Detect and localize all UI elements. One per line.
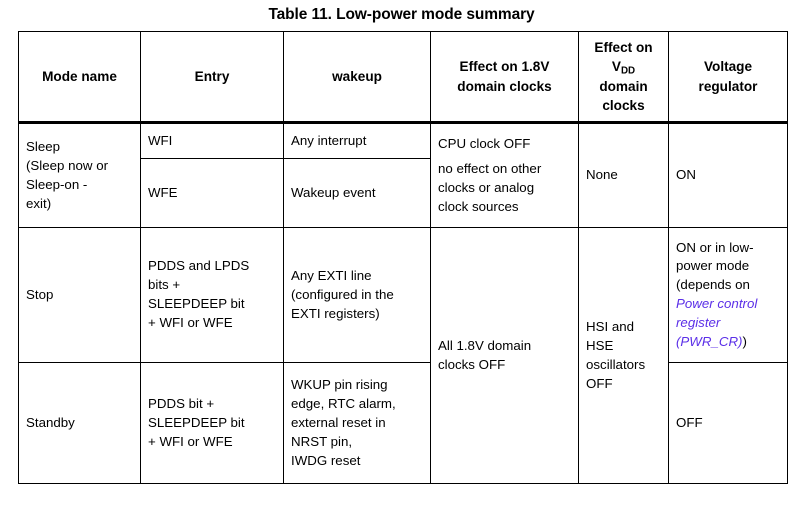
sleep-effect-1v8-line4: clock sources <box>438 198 519 214</box>
standby-entry-line3: + WFI or WFE <box>148 433 233 449</box>
shared-effect-vdd-line2: HSE <box>586 337 614 353</box>
low-power-mode-summary-table: Mode name Entry wakeup Effect on 1.8V do… <box>18 30 788 485</box>
column-header-effect-1v8-domain-clocks: Effect on 1.8V domain clocks <box>430 30 579 125</box>
cell-voltage-regulator-stop: ON or in low- power mode (depends on Pow… <box>668 227 788 364</box>
header-text-entry: Entry <box>194 68 230 84</box>
header-text-effect-vdd-line1: Effect on <box>594 40 653 55</box>
cell-wakeup-sleep-wfi: Any interrupt <box>283 122 431 160</box>
column-header-mode-name: Mode name <box>18 30 141 125</box>
power-control-register-link-line3[interactable]: (PWR_CR)) <box>676 333 780 352</box>
shared-effect-1v8-line2: clocks OFF <box>438 356 506 372</box>
standby-wakeup-line1: WKUP pin rising <box>291 377 388 392</box>
shared-effect-vdd-line4: OFF <box>586 375 613 391</box>
page-title: Table 11. Low-power mode summary <box>268 6 535 23</box>
cell-voltage-regulator-sleep: ON <box>668 122 788 229</box>
cell-effect-1v8-sleep: CPU clock OFF no effect on other clocks … <box>430 122 579 229</box>
sleep-name-line1: Sleep <box>26 138 61 154</box>
stop-entry-line1: PDDS and LPDS <box>148 258 250 274</box>
header-text-effect-vdd-line3: domain <box>599 78 648 94</box>
cell-wakeup-stop: Any EXTI line (configured in the EXTI re… <box>283 227 431 364</box>
cell-effect-1v8-stop-standby: All 1.8V domain clocks OFF <box>430 227 579 485</box>
table-row-standby: Standby PDDS bit + SLEEPDEEP bit + WFI o… <box>18 362 788 485</box>
sleep-name-line2: (Sleep now or <box>26 157 109 173</box>
header-text-effect-1v8-line2: domain clocks <box>457 78 552 94</box>
cell-entry-stop: PDDS and LPDS bits + SLEEPDEEP bit + WFI… <box>140 227 284 364</box>
header-text-voltage-regulator-line2: regulator <box>698 78 758 94</box>
stop-voltage-reg-line1: ON or in low- <box>676 239 754 255</box>
sleep-effect-1v8-line2: no effect on other <box>438 160 542 176</box>
power-control-register-link-line1[interactable]: Power control <box>676 296 758 312</box>
table-row-sleep-wfe: WFE Wakeup event <box>19 158 788 229</box>
sleep-name-line3: Sleep-on - <box>26 176 88 192</box>
stop-entry-line3: SLEEPDEEP bit <box>148 296 245 312</box>
column-header-effect-vdd-domain-clocks: Effect on VDD domain clocks <box>578 30 669 125</box>
stop-entry-line2: bits + <box>148 277 181 293</box>
header-text-effect-vdd-line4: clocks <box>602 97 645 113</box>
header-text-mode-name: Mode name <box>42 68 117 84</box>
header-text-wakeup: wakeup <box>332 68 382 84</box>
header-text-effect-1v8-line1: Effect on 1.8V <box>459 59 550 75</box>
table-container: Mode name Entry wakeup Effect on 1.8V do… <box>18 30 788 485</box>
standby-wakeup-line3: external reset in <box>291 414 386 430</box>
cell-mode-name-standby: Standby <box>18 362 141 485</box>
stop-wakeup-line2: (configured in the <box>291 286 394 302</box>
table-header: Mode name Entry wakeup Effect on 1.8V do… <box>18 30 788 125</box>
column-header-voltage-regulator: Voltage regulator <box>668 30 788 125</box>
vdd-subscript: DD <box>620 65 636 77</box>
standby-entry-line1: PDDS bit + <box>148 395 215 411</box>
cell-entry-standby: PDDS bit + SLEEPDEEP bit + WFI or WFE <box>140 362 284 485</box>
standby-wakeup-line2: edge, RTC alarm, <box>291 395 396 411</box>
stop-voltage-reg-line2: power mode <box>676 258 750 274</box>
shared-effect-1v8-line1: All 1.8V domain <box>438 337 532 353</box>
table-row-sleep-wfi: Sleep (Sleep now or Sleep-on - exit) WFI… <box>18 122 788 229</box>
sleep-name-line4: exit) <box>26 195 52 211</box>
cell-voltage-regulator-standby: OFF <box>668 362 788 485</box>
cell-wakeup-sleep-wfe: Wakeup event <box>283 158 431 229</box>
vdd-symbol: V <box>611 59 621 75</box>
table-header-row: Mode name Entry wakeup Effect on 1.8V do… <box>18 30 788 125</box>
shared-effect-vdd-line3: oscillators <box>586 356 646 372</box>
table-body: Sleep (Sleep now or Sleep-on - exit) WFI… <box>18 122 788 485</box>
standby-entry-line2: SLEEPDEEP bit <box>148 414 245 430</box>
pwr-cr-link-text[interactable]: (PWR_CR) <box>676 333 743 349</box>
closing-paren: ) <box>742 333 747 349</box>
column-header-entry: Entry <box>140 30 284 125</box>
cell-wakeup-standby: WKUP pin rising edge, RTC alarm, externa… <box>283 362 431 485</box>
cell-effect-vdd-sleep: None <box>578 122 669 229</box>
cell-entry-sleep-wfi: WFI <box>140 122 284 160</box>
standby-wakeup-line4: NRST pin, <box>291 433 353 449</box>
column-header-wakeup: wakeup <box>283 30 431 125</box>
table-row-stop: Stop PDDS and LPDS bits + SLEEPDEEP bit … <box>18 227 788 485</box>
cell-mode-name-stop: Stop <box>18 227 141 364</box>
sleep-effect-1v8-line1: CPU clock OFF <box>438 135 531 151</box>
stop-wakeup-line1: Any EXTI line <box>291 267 372 283</box>
sleep-effect-1v8-line3: clocks or analog <box>438 179 535 195</box>
shared-effect-vdd-line1: HSI and <box>586 318 635 334</box>
power-control-register-link-line2[interactable]: register <box>676 315 721 331</box>
cell-effect-vdd-stop-standby: HSI and HSE oscillators OFF <box>578 227 669 485</box>
cell-entry-sleep-wfe: WFE <box>140 158 284 229</box>
cell-mode-name-sleep: Sleep (Sleep now or Sleep-on - exit) <box>18 122 141 229</box>
stop-voltage-reg-line3: (depends on <box>676 277 750 293</box>
stop-wakeup-line3: EXTI registers) <box>291 305 380 321</box>
header-text-voltage-regulator-line1: Voltage <box>703 59 753 75</box>
standby-wakeup-line5: IWDG reset <box>291 452 361 468</box>
header-text-effect-vdd-line2: VDD <box>583 57 664 76</box>
stop-entry-line4: + WFI or WFE <box>148 315 233 331</box>
